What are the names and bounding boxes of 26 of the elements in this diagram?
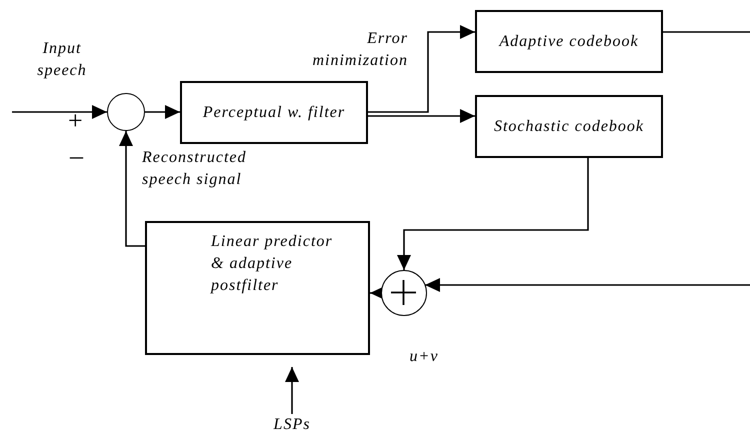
summing-junction: [107, 93, 145, 131]
sum-label: u+v: [410, 347, 438, 367]
arrow: [145, 105, 180, 119]
arrow: [425, 278, 750, 292]
arrow: [397, 158, 589, 270]
process-box: [475, 10, 663, 73]
arrow: [12, 105, 107, 119]
signal-label: Input speech: [36, 39, 88, 81]
arrow: [119, 131, 145, 247]
signal-label: Error minimization: [311, 29, 408, 71]
box-label: Stochastic codebook: [494, 116, 644, 136]
minus-sign: –: [70, 143, 83, 169]
box-label: Adaptive codebook: [499, 32, 639, 52]
arrow: [285, 367, 299, 414]
process-box: [145, 221, 370, 355]
box-label: Perceptual w. filter: [202, 102, 346, 122]
signal-line: [663, 31, 750, 33]
signal-label: Reconstructed speech signal: [142, 148, 248, 190]
process-box: [475, 95, 663, 158]
arrow: [368, 109, 475, 123]
process-box: [180, 81, 368, 144]
plus-sign: +: [68, 108, 83, 134]
arrow: [368, 25, 475, 113]
adder-symbol: [381, 270, 427, 316]
input-label: LSPs: [266, 414, 318, 438]
box-label: Linear predictor & adaptive postfilter: [211, 232, 334, 296]
